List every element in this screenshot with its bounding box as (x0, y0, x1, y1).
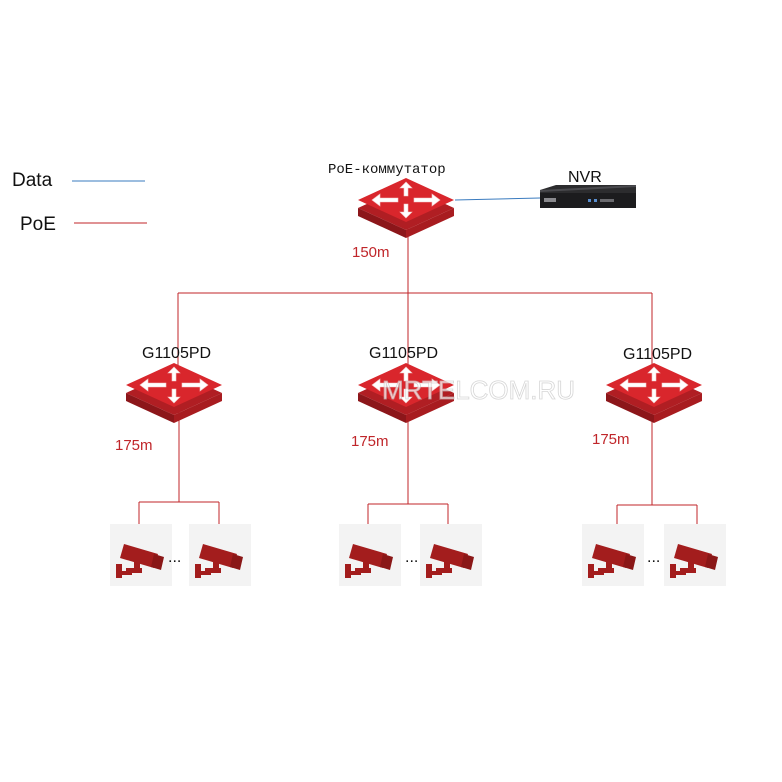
legend: Data PoE (12, 170, 147, 235)
camera-ellipsis: ... (168, 549, 181, 566)
camera-icon (664, 524, 726, 586)
branch-distance: 175m (351, 433, 389, 450)
camera-ellipsis: ... (405, 549, 418, 566)
camera-icon (420, 524, 482, 586)
nvr: NVR (540, 169, 636, 208)
legend-data-label: Data (12, 170, 53, 191)
switch-icon (605, 362, 703, 424)
core-switch: PoE-коммутатор 150m (328, 162, 455, 261)
branch-2: G1105PD 175m ... (339, 345, 482, 586)
nvr-icon (540, 185, 636, 208)
branch-distance: 175m (592, 431, 630, 448)
camera-icon (582, 524, 644, 586)
branch-distance: 175m (115, 437, 153, 454)
links (138, 197, 698, 526)
uplink-distance: 150m (352, 244, 390, 261)
camera-ellipsis: ... (647, 549, 660, 566)
switch-icon (125, 362, 223, 424)
branch-1: G1105PD 175m ... (110, 345, 251, 586)
camera-icon (189, 524, 251, 586)
branch-3: G1105PD 175m ... (582, 346, 726, 586)
switch-icon (357, 177, 455, 239)
camera-icon (110, 524, 172, 586)
core-switch-label: PoE-коммутатор (328, 162, 446, 178)
data-link-nvr (454, 197, 541, 201)
branch-switch-label: G1105PD (623, 346, 692, 363)
legend-poe-label: PoE (20, 214, 56, 235)
watermark: MRTELCOM.RU (382, 375, 575, 405)
branch-switch-label: G1105PD (369, 345, 438, 362)
camera-icon (339, 524, 401, 586)
branch-switch-label: G1105PD (142, 345, 211, 362)
nvr-label: NVR (568, 169, 602, 186)
